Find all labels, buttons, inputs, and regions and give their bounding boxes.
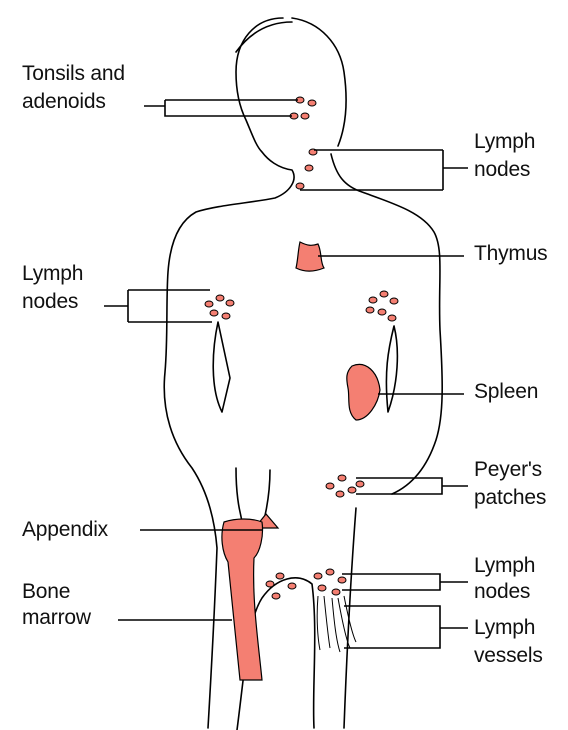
label-inguinal-nodes-line1: Lymph xyxy=(474,554,568,578)
label-vessels-line1: Lymph xyxy=(474,616,568,640)
label-bone-marrow-line1: Bone xyxy=(22,580,70,604)
label-neck-nodes-line2: nodes xyxy=(474,158,568,182)
label-vessels-line2: vessels xyxy=(474,644,568,668)
label-thymus: Thymus xyxy=(474,242,568,266)
label-neck-nodes-line1: Lymph xyxy=(474,130,568,154)
spleen-shape xyxy=(347,364,380,420)
label-tonsils-line1: Tonsils and xyxy=(22,62,125,86)
organs xyxy=(222,242,380,680)
label-axillary-nodes-line2: nodes xyxy=(22,290,78,314)
label-spleen: Spleen xyxy=(474,380,568,404)
label-bone-marrow-line2: marrow xyxy=(22,606,91,630)
leader-lines xyxy=(104,100,468,648)
label-peyers-line2: patches xyxy=(474,486,568,510)
label-axillary-nodes-line1: Lymph xyxy=(22,262,83,286)
label-peyers-line1: Peyer's xyxy=(474,458,568,482)
label-inguinal-nodes-line2: nodes xyxy=(474,580,568,604)
label-tonsils-line2: adenoids xyxy=(22,90,106,114)
bone-marrow-shape xyxy=(222,519,263,680)
label-appendix: Appendix xyxy=(22,518,108,542)
